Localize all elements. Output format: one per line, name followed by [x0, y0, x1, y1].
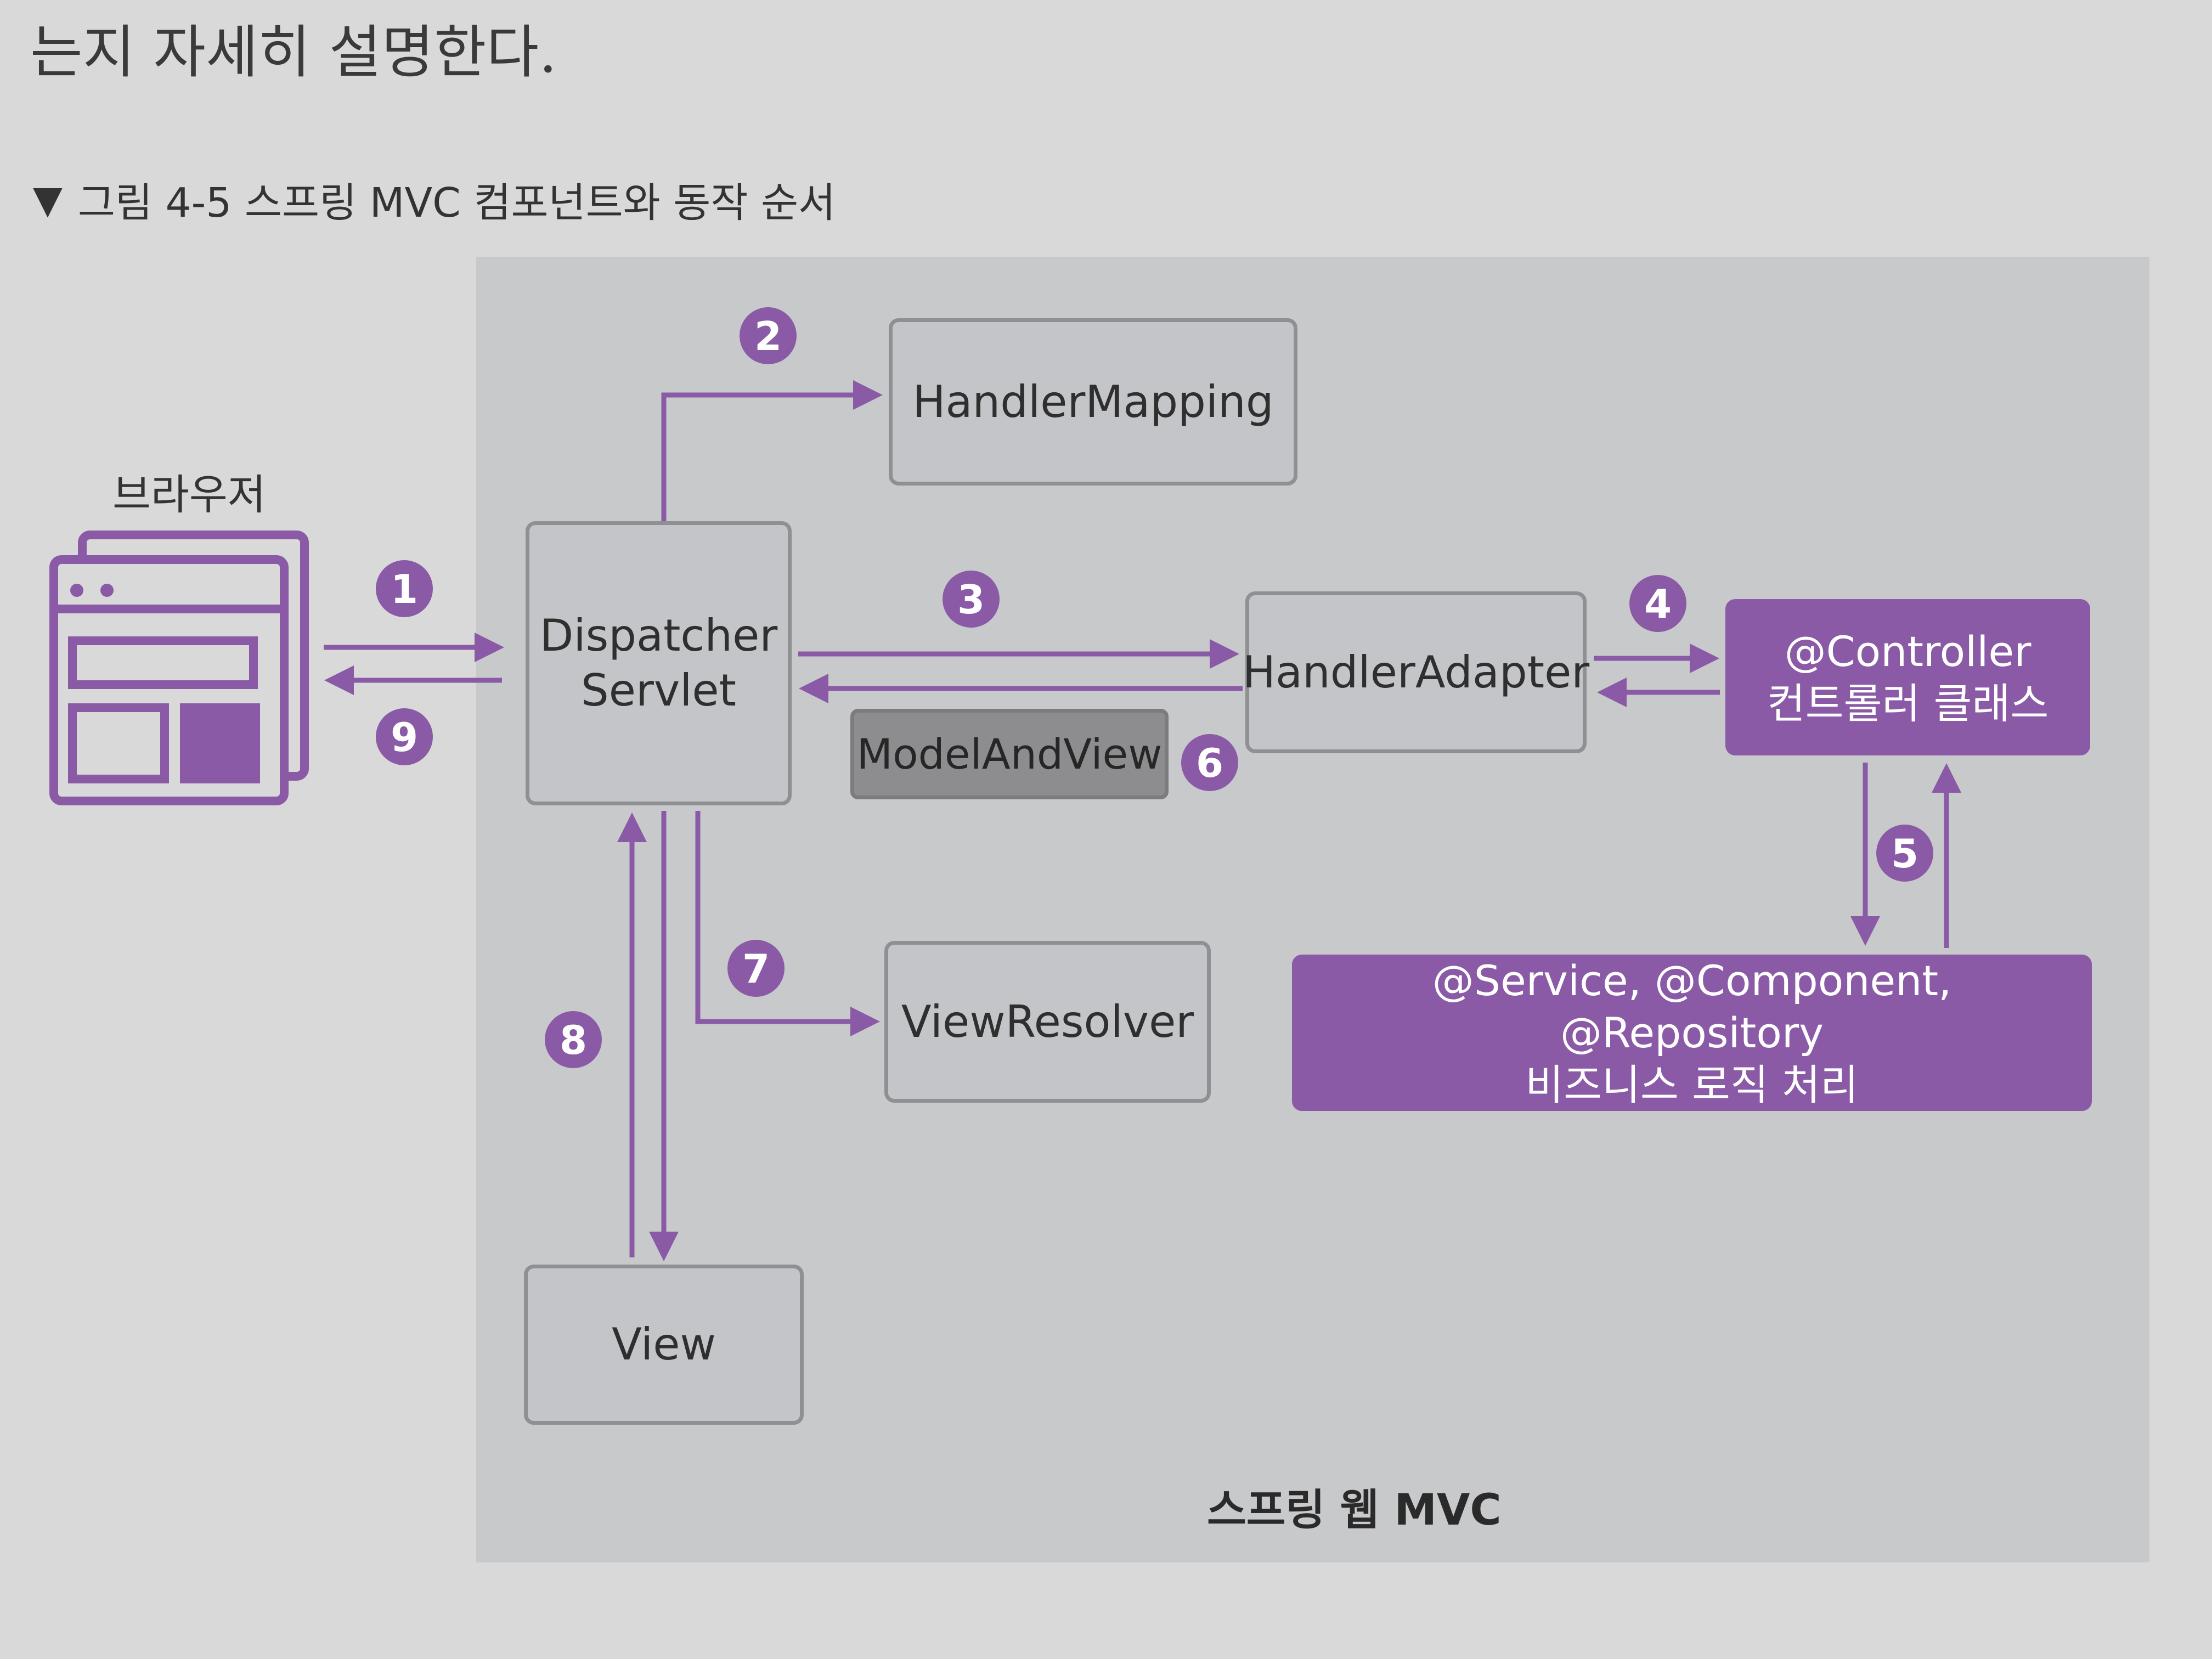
- step-badge-label: 4: [1644, 581, 1672, 627]
- step-badge-label: 5: [1891, 831, 1918, 877]
- step-badge-9: 9: [376, 708, 433, 765]
- step-badge-3: 3: [943, 571, 1000, 628]
- intro-text: 는지 자세히 설명한다.: [30, 19, 557, 86]
- step-badge-2: 2: [740, 307, 797, 364]
- view-resolver-box: ViewResolver: [884, 941, 1211, 1103]
- view-box: View: [524, 1265, 804, 1425]
- arrow-step-2: [661, 380, 883, 521]
- controller-box: @Controller 컨트롤러 클래스: [1725, 599, 2090, 755]
- dispatcher-servlet-box: Dispatcher Servlet: [526, 521, 792, 805]
- step-badge-8: 8: [545, 1011, 602, 1068]
- figure-caption-text: 그림 4-5 스프링 MVC 컴포넌트와 동작 순서: [77, 179, 836, 227]
- step-badge-label: 8: [560, 1017, 587, 1063]
- step-badge-label: 7: [742, 946, 770, 992]
- step-badge-label: 6: [1196, 740, 1223, 786]
- step-badge-6: 6: [1181, 734, 1238, 791]
- figure-caption: ▼ 그림 4-5 스프링 MVC 컴포넌트와 동작 순서: [33, 170, 836, 229]
- step-badge-label: 9: [391, 714, 418, 760]
- service-box: @Service, @Component, @Repository 비즈니스 로…: [1292, 955, 2092, 1111]
- step-badge-5: 5: [1876, 825, 1933, 882]
- step-badge-4: 4: [1629, 575, 1686, 632]
- browser-label: 브라우저: [112, 470, 266, 519]
- step-badge-label: 2: [754, 313, 782, 359]
- model-and-view-box: ModelAndView: [850, 709, 1169, 799]
- caption-triangle-icon: ▼: [33, 177, 63, 222]
- handler-adapter-box: HandlerAdapter: [1243, 591, 1589, 753]
- arrow-step-7: [695, 811, 880, 1036]
- browser-icon: [49, 531, 309, 805]
- step-badge-1: 1: [376, 560, 433, 617]
- step-badge-label: 3: [957, 577, 985, 623]
- spring-web-mvc-label: 스프링 웹 MVC: [1207, 1486, 1502, 1535]
- step-badge-7: 7: [727, 940, 785, 997]
- step-badge-label: 1: [391, 566, 418, 612]
- handler-mapping-box: HandlerMapping: [889, 318, 1297, 486]
